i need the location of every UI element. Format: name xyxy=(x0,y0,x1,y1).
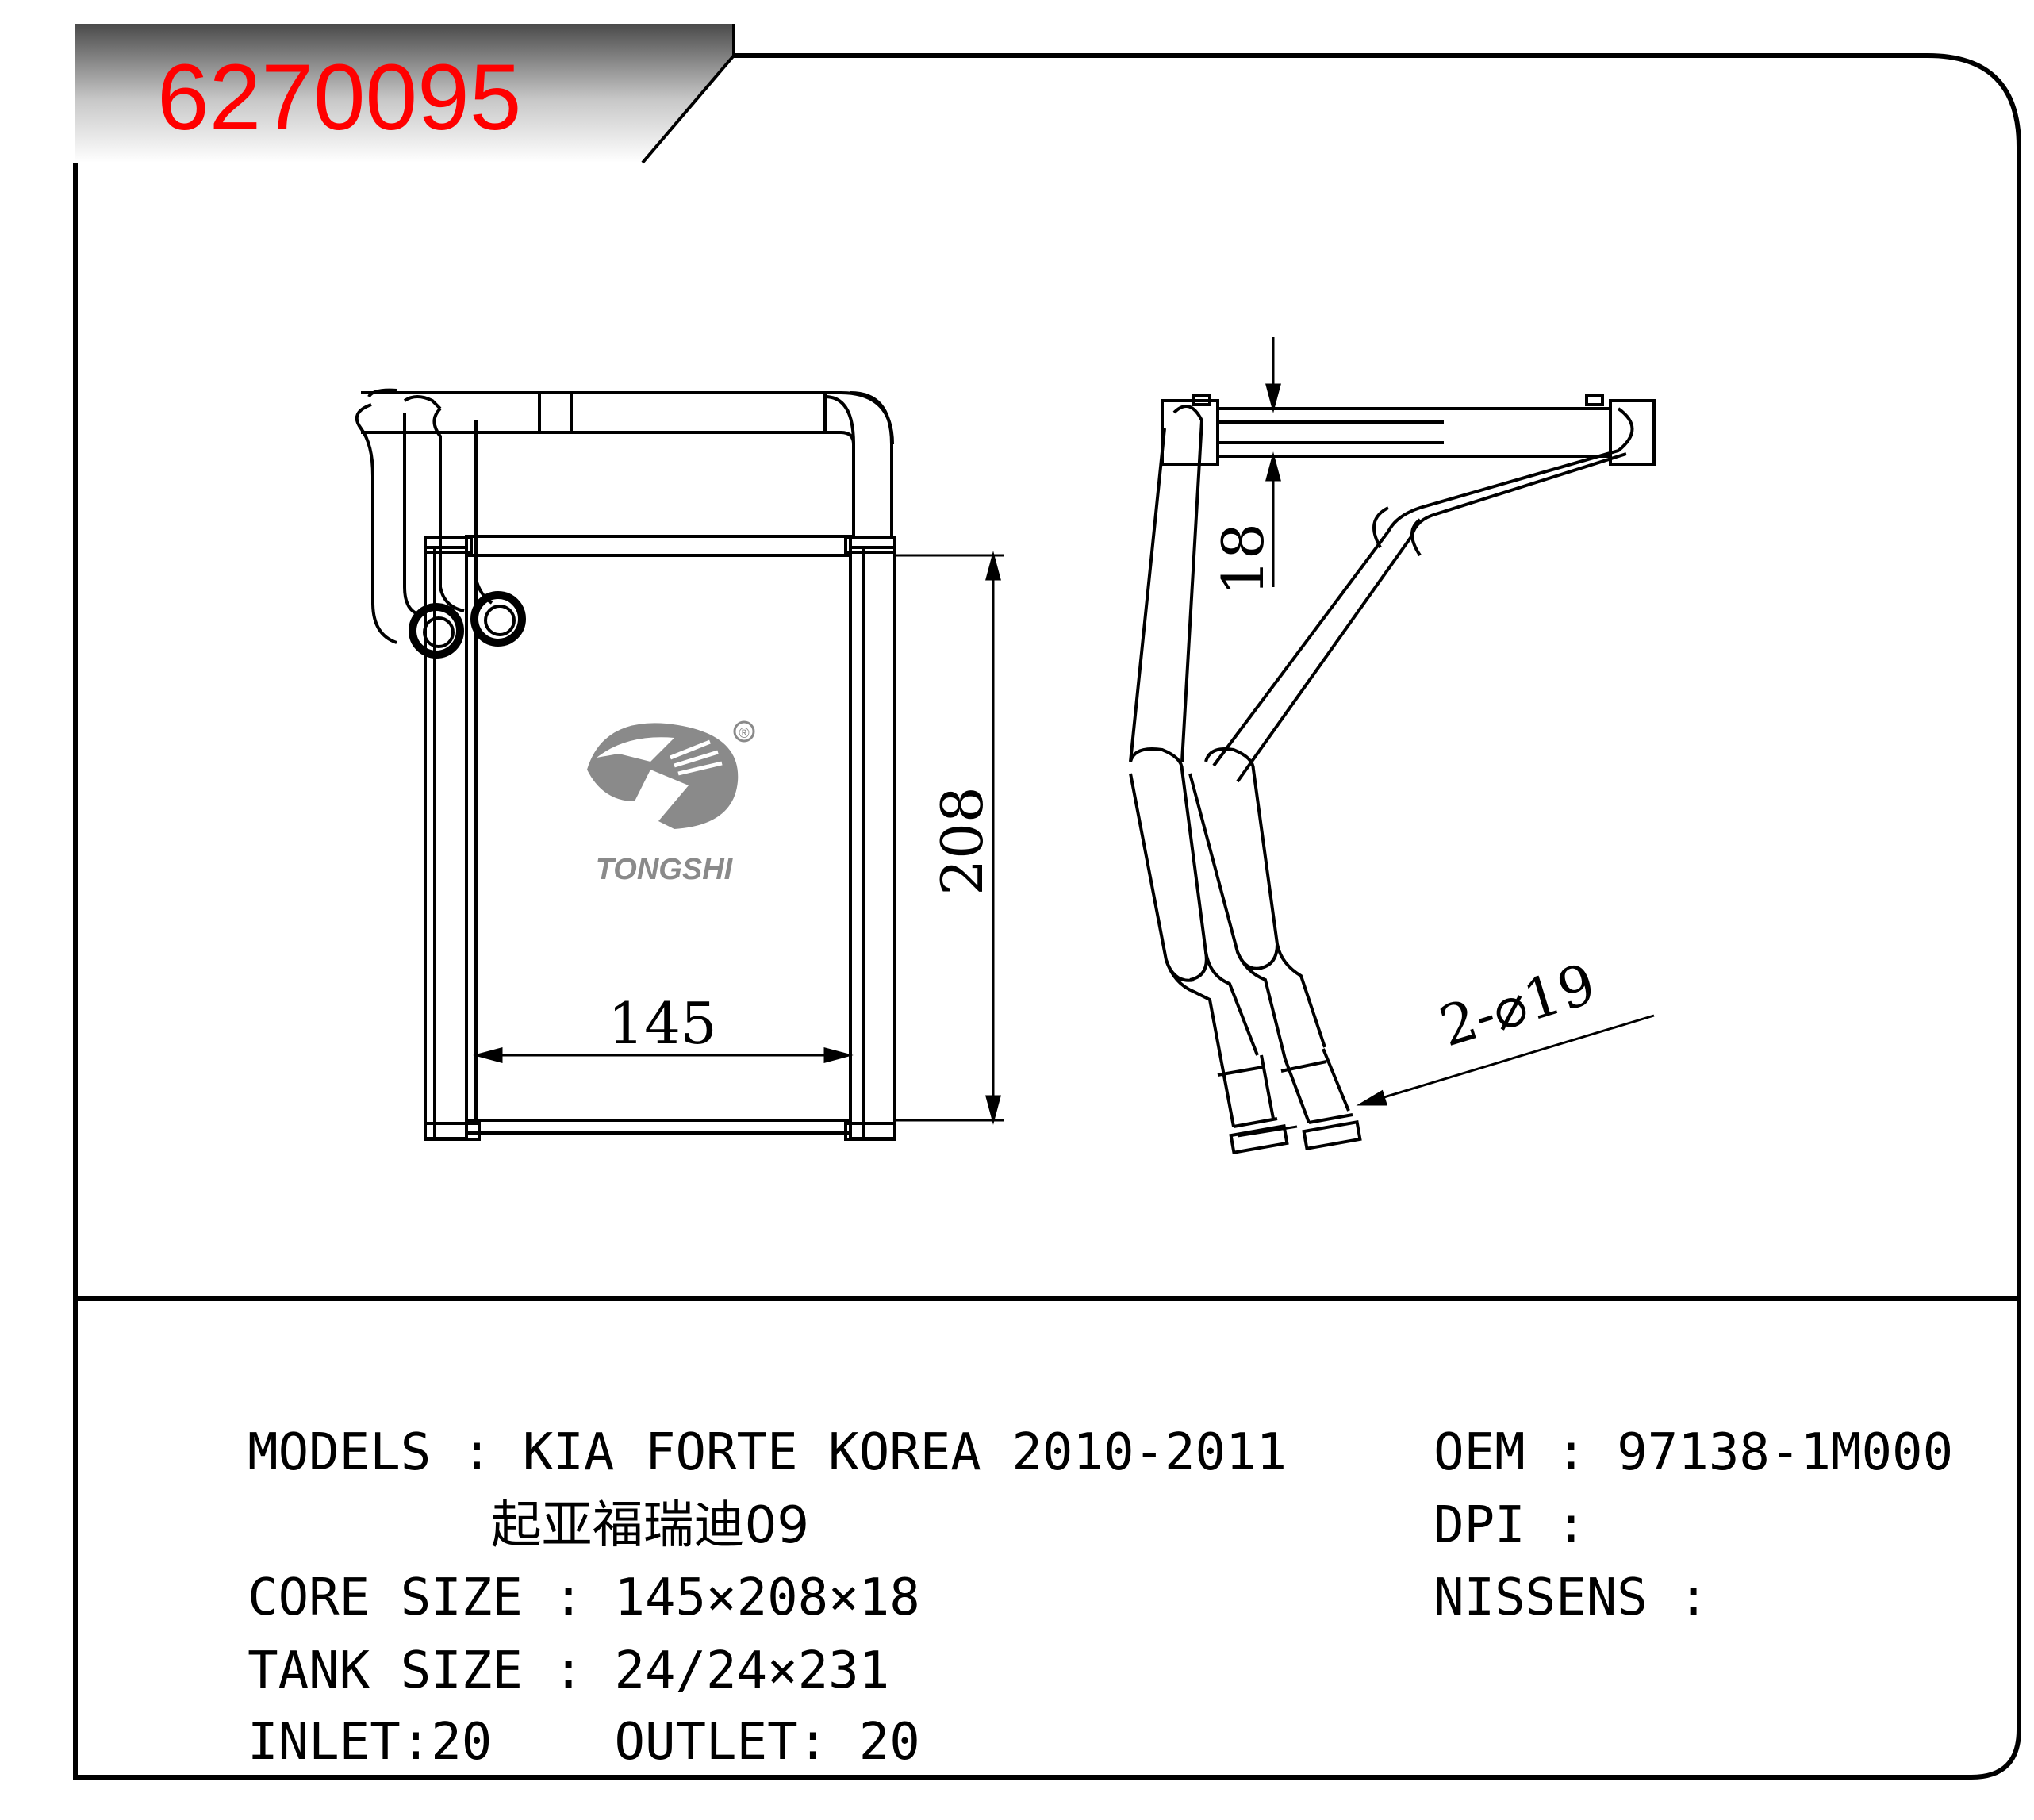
spec-tank-size-row: TANK SIZE : 24/24×231 xyxy=(186,1595,889,1696)
nissens-label: NISSENS xyxy=(1433,1569,1648,1627)
separator: : xyxy=(1678,1569,1709,1627)
outer-frame xyxy=(73,53,2021,1780)
outlet-pipe-right xyxy=(432,407,493,612)
outlet-value: 20 xyxy=(858,1713,920,1772)
dimension-height xyxy=(895,551,1004,1125)
spec-models-row: MODELS : KIA FORTE KOREA 2010-2011 xyxy=(186,1377,1287,1478)
outlet-ring xyxy=(409,603,464,659)
dimension-pipe-label: 2-⌀19 xyxy=(1433,951,1603,1060)
models-value-cn: 起亚福瑞迪09 xyxy=(490,1496,810,1555)
dimension-thickness xyxy=(1265,337,1281,587)
bottom-plate xyxy=(465,1119,852,1135)
registered-mark: ® xyxy=(739,725,749,741)
tab-edge xyxy=(641,54,735,164)
dimension-thickness-label: 18 xyxy=(1210,523,1276,596)
dimension-width-label: 145 xyxy=(608,990,716,1057)
inlet-label: INLET: xyxy=(248,1713,432,1772)
models-value: KIA FORTE KOREA 2010-2011 xyxy=(522,1423,1288,1482)
spec-models-cn-row: 起亚福瑞迪09 xyxy=(459,1449,809,1551)
front-view xyxy=(355,388,896,1141)
spec-nissens-row: NISSENS : xyxy=(1372,1522,1739,1623)
side-view xyxy=(1129,394,1656,1155)
separator: : xyxy=(461,1423,493,1482)
dpi-label: DPI xyxy=(1433,1496,1526,1555)
top-plate xyxy=(465,535,852,557)
models-label: MODELS xyxy=(248,1423,432,1482)
inlet-value: 20 xyxy=(431,1713,493,1772)
part-number: 6270095 xyxy=(157,45,521,150)
tongshi-logo-icon xyxy=(587,720,755,829)
dimension-width xyxy=(473,1047,854,1063)
tank-size-label: TANK SIZE xyxy=(248,1641,523,1700)
spec-oem-row: OEM : 97138-1M000 xyxy=(1372,1377,1953,1478)
oem-value: 97138-1M000 xyxy=(1617,1423,1954,1482)
separator: : xyxy=(1556,1423,1587,1482)
spec-dpi-row: DPI : xyxy=(1372,1449,1617,1551)
side-header xyxy=(1161,399,1219,466)
outlet-ring xyxy=(470,591,526,647)
core xyxy=(474,554,852,1122)
core-size-value: 145×208×18 xyxy=(614,1569,920,1627)
separator: : xyxy=(553,1641,584,1700)
tank-size-value: 24/24×231 xyxy=(614,1641,890,1700)
separator: : xyxy=(553,1569,584,1627)
side-pipe-left xyxy=(1129,405,1204,762)
right-riser xyxy=(824,391,893,536)
brand-name: TONGSHI xyxy=(596,853,734,886)
spec-core-size-row: CORE SIZE : 145×208×18 xyxy=(186,1522,920,1623)
core-size-label: CORE SIZE xyxy=(248,1569,523,1627)
spec-inlet-outlet-row: INLET:20 OUTLET: 20 xyxy=(186,1666,920,1768)
part-number-tab xyxy=(75,24,734,163)
dimension-height-label: 208 xyxy=(929,786,996,895)
outlet-label: OUTLET: xyxy=(614,1713,829,1772)
separator: : xyxy=(1556,1496,1587,1555)
top-pipe xyxy=(361,391,894,445)
dimension-pipe xyxy=(1237,1014,1655,1138)
oem-label: OEM xyxy=(1433,1423,1526,1482)
outlet-pipe-left xyxy=(355,403,421,644)
right-tank xyxy=(849,546,896,1140)
